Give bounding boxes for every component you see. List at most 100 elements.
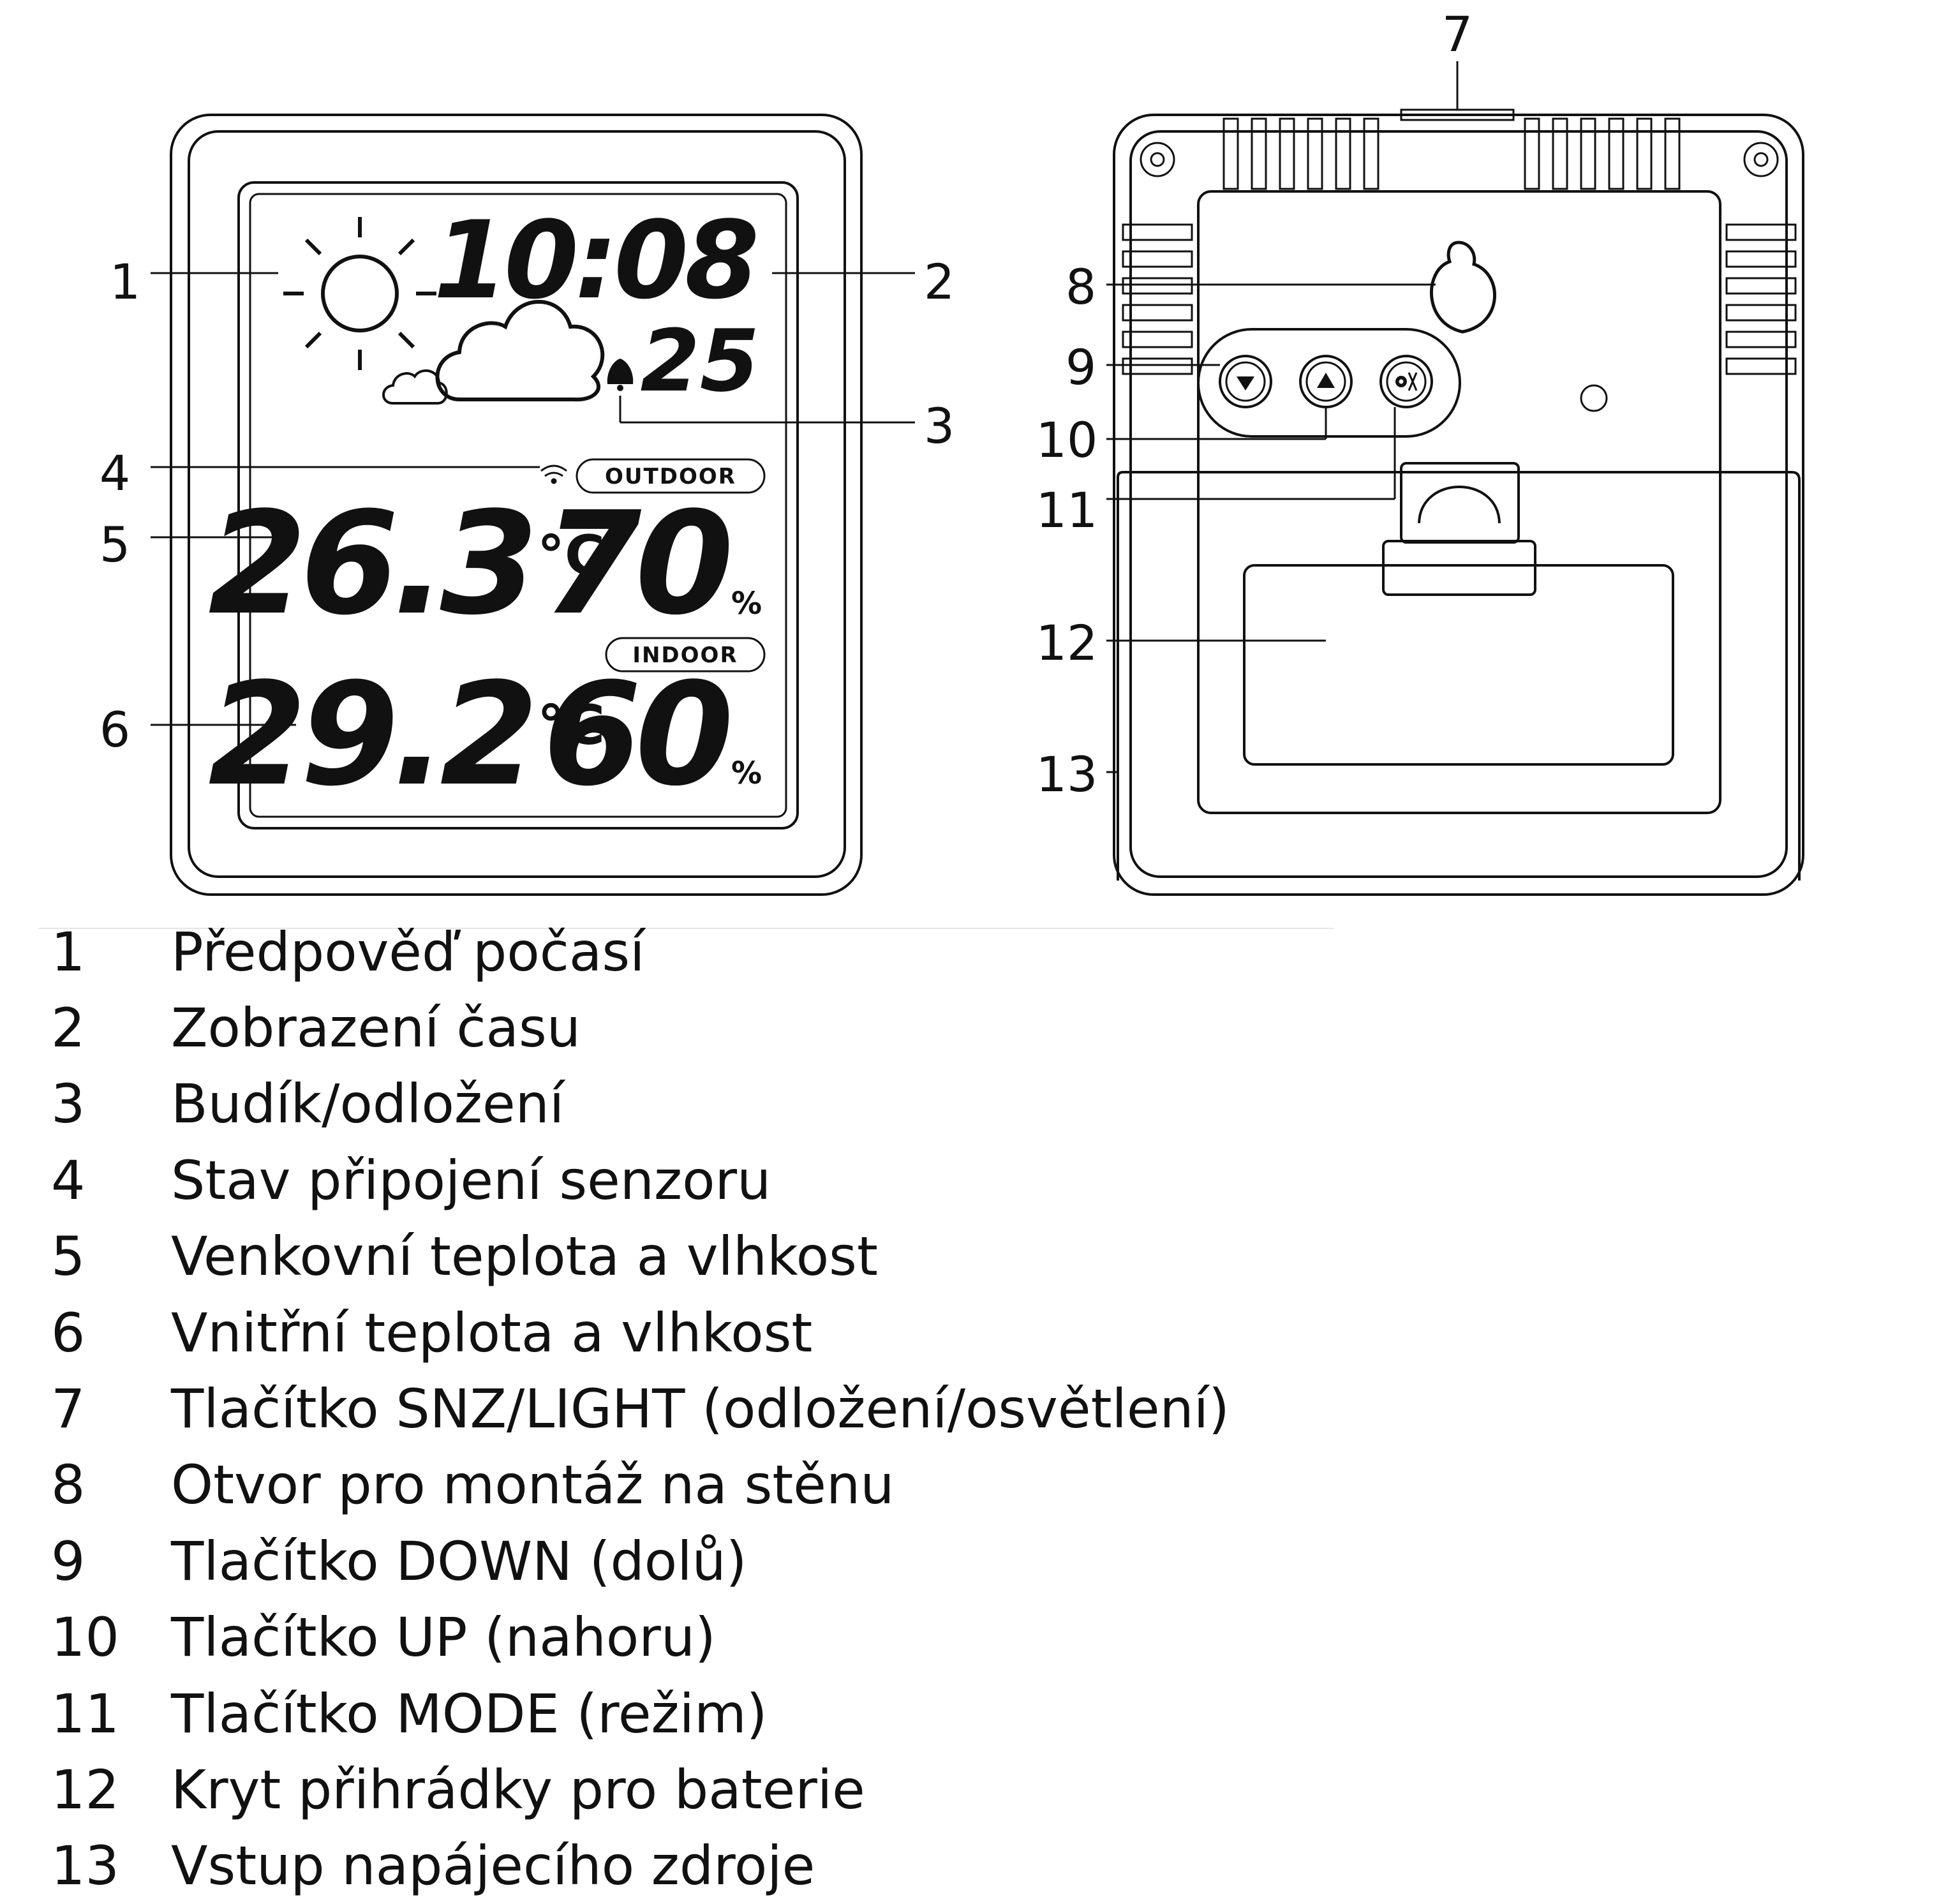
legend-item: 5 Venkovní teplota a vlhkost (51, 1219, 1455, 1295)
outdoor-badge (576, 458, 766, 494)
legend-label: Tlačítko DOWN (dolů) (171, 1529, 747, 1593)
back-outer-frame (1113, 114, 1804, 896)
down-arrow-icon (1237, 376, 1254, 390)
back-inner-panel (1197, 190, 1721, 814)
legend-item: 7 Tlačítko SNZ/LIGHT (odložení/osvětlení) (51, 1371, 1455, 1447)
legend-item: 4 Stav připojení senzoru (51, 1142, 1455, 1218)
lcd-screen (249, 193, 787, 818)
legend-item: 13 Vstup napájecího zdroje (51, 1828, 1455, 1904)
down-button[interactable] (1219, 355, 1272, 408)
button-strip (1197, 328, 1461, 438)
legend-label: Vstup napájecího zdroje (171, 1834, 815, 1898)
callout-9: 9 (1066, 339, 1096, 396)
indoor-temp-unit: °C (537, 694, 605, 757)
legend-item: 10 Tlačítko UP (nahoru) (51, 1600, 1455, 1676)
legend-number: 9 (51, 1529, 85, 1593)
wall-mount-hole-icon (1430, 241, 1496, 334)
callout-4: 4 (100, 445, 130, 502)
callout-7: 7 (1442, 6, 1473, 63)
time-display: 10:08 (433, 198, 755, 323)
outdoor-humidity-unit: % (731, 586, 762, 621)
stand-outline (1117, 471, 1801, 881)
callout-2: 2 (924, 253, 955, 310)
date-display: 25 (641, 311, 759, 411)
cloud-icon (435, 300, 605, 402)
front-view: 10:08 25 OUTDOOR 26.3 °C 70 % INDOOR 29.… (100, 114, 955, 896)
back-view: 7 8 (1036, 6, 1804, 896)
legend-item: 12 Kryt přihrádky pro baterie (51, 1752, 1455, 1827)
battery-cover (1243, 564, 1674, 766)
callout-10: 10 (1036, 412, 1098, 468)
screw-holes (1140, 142, 1779, 177)
bell-icon (607, 359, 634, 391)
callout-11: 11 (1036, 482, 1098, 539)
weather-station-diagram: 10:08 25 OUTDOOR 26.3 °C 70 % INDOOR 29.… (100, 6, 1804, 896)
legend-number: 6 (51, 1301, 85, 1364)
side-vents (1122, 223, 1797, 375)
legend-label: Budík/odložení (171, 1073, 565, 1136)
legend-item: 1 Předpověď počasí (51, 914, 1455, 990)
legend-item: 3 Budík/odložení (51, 1066, 1455, 1142)
front-outer-frame (170, 114, 863, 896)
divider-line (38, 928, 1334, 929)
callout-5: 5 (100, 516, 130, 573)
legend-item: 8 Otvor pro montáž na stěnu (51, 1447, 1455, 1523)
legend-label: Tlačítko MODE (režim) (171, 1682, 768, 1745)
legend-label: Tlačítko UP (nahoru) (171, 1606, 716, 1669)
indoor-label: INDOOR (632, 643, 738, 668)
legend-label: Vnitřní teplota a vlhkost (171, 1301, 813, 1364)
legend-label: Venkovní teplota a vlhkost (171, 1225, 878, 1288)
front-inner-frame (188, 130, 846, 878)
legend-item: 6 Vnitřní teplota a vlhkost (51, 1295, 1455, 1371)
callout-3: 3 (924, 398, 955, 454)
legend-number: 1 (51, 920, 85, 983)
legend-item: 2 Zobrazení času (51, 990, 1455, 1066)
top-vents (1223, 117, 1681, 190)
legend-number: 3 (51, 1073, 85, 1136)
signal-icon (540, 465, 567, 484)
legend-number: 10 (51, 1606, 119, 1669)
front-leader-lines (151, 272, 915, 726)
legend-number: 2 (51, 997, 85, 1060)
indoor-humidity: 60 (543, 653, 729, 817)
callout-6: 6 (100, 701, 130, 758)
mode-gear-icon (1395, 372, 1418, 391)
legend-label: Otvor pro montáž na stěnu (171, 1454, 895, 1517)
callout-12: 12 (1036, 614, 1098, 671)
outdoor-temperature: 26.3 (208, 482, 532, 646)
legend-number: 11 (51, 1682, 119, 1745)
callout-13: 13 (1036, 746, 1098, 803)
legend-number: 12 (51, 1758, 119, 1821)
legend-label: Kryt přihrádky pro baterie (171, 1758, 865, 1821)
power-input (1382, 462, 1536, 596)
back-inner-frame (1129, 130, 1788, 878)
legend-label: Předpověď počasí (171, 920, 645, 983)
up-arrow-icon (1317, 373, 1335, 388)
indicator-hole (1580, 384, 1608, 412)
sun-icon (283, 217, 436, 370)
callout-1: 1 (110, 253, 140, 310)
outdoor-label: OUTDOOR (605, 464, 736, 489)
legend-number: 4 (51, 1149, 85, 1212)
mode-button[interactable] (1379, 355, 1433, 408)
indoor-humidity-unit: % (731, 755, 762, 791)
legend-number: 13 (51, 1834, 119, 1898)
back-leader-lines (1106, 364, 1396, 773)
indoor-temperature: 29.2 (208, 653, 532, 817)
outdoor-humidity: 70 (543, 482, 729, 646)
small-cloud-icon (382, 369, 448, 405)
legend-number: 5 (51, 1225, 85, 1288)
legend-number: 8 (51, 1454, 85, 1517)
outdoor-temp-unit: °C (537, 524, 605, 588)
up-button[interactable] (1299, 355, 1353, 408)
legend-item: 11 Tlačítko MODE (režim) (51, 1676, 1455, 1752)
legend-label: Stav připojení senzoru (171, 1149, 771, 1212)
indoor-badge (605, 637, 766, 673)
legend-label: Tlačítko SNZ/LIGHT (odložení/osvětlení) (171, 1378, 1230, 1441)
legend-item: 9 Tlačítko DOWN (dolů) (51, 1523, 1455, 1599)
legend-number: 7 (51, 1378, 85, 1441)
legend-list: 1 Předpověď počasí 2 Zobrazení času 3 Budík… (51, 914, 1455, 1904)
callout-8: 8 (1066, 258, 1096, 315)
lcd-outer-border (237, 181, 799, 829)
legend-label: Zobrazení času (171, 997, 581, 1060)
